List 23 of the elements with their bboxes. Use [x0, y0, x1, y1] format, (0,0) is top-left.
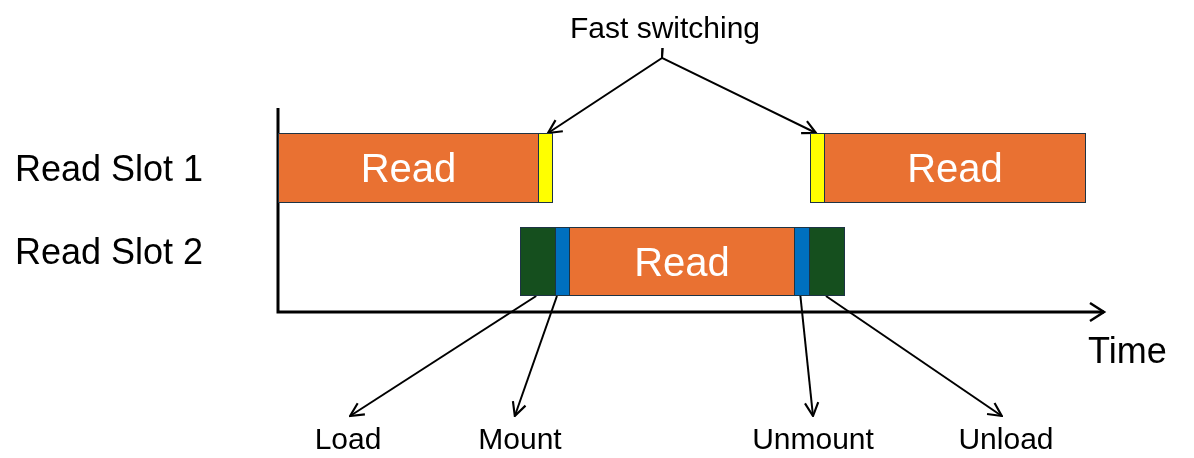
- read-bar: [569, 227, 795, 296]
- bar-label: Read: [360, 148, 457, 188]
- bar-label: Read: [634, 241, 730, 282]
- read-bar: [824, 133, 1086, 203]
- arrow: [349, 295, 538, 418]
- callout-label: Mount: [455, 416, 585, 456]
- time-bar: [520, 227, 556, 296]
- time-bar: [809, 227, 845, 296]
- time-bar: [538, 133, 553, 203]
- arrow: [799, 295, 820, 418]
- time-bar: [794, 227, 810, 296]
- callout-label: Unmount: [724, 416, 902, 456]
- row-label: Read Slot 2: [15, 234, 204, 270]
- row-label: Read Slot 1: [15, 151, 204, 187]
- read-bar: [278, 133, 539, 203]
- bar-label: Read: [907, 148, 1003, 188]
- arrow: [511, 295, 558, 418]
- callout-label: Load: [296, 416, 400, 456]
- arrow: [824, 295, 1003, 418]
- callout-label: Unload: [936, 416, 1076, 456]
- arrow: [660, 47, 818, 135]
- callout-label: Fast switching: [540, 8, 790, 48]
- axis-label: Time: [1088, 333, 1167, 369]
